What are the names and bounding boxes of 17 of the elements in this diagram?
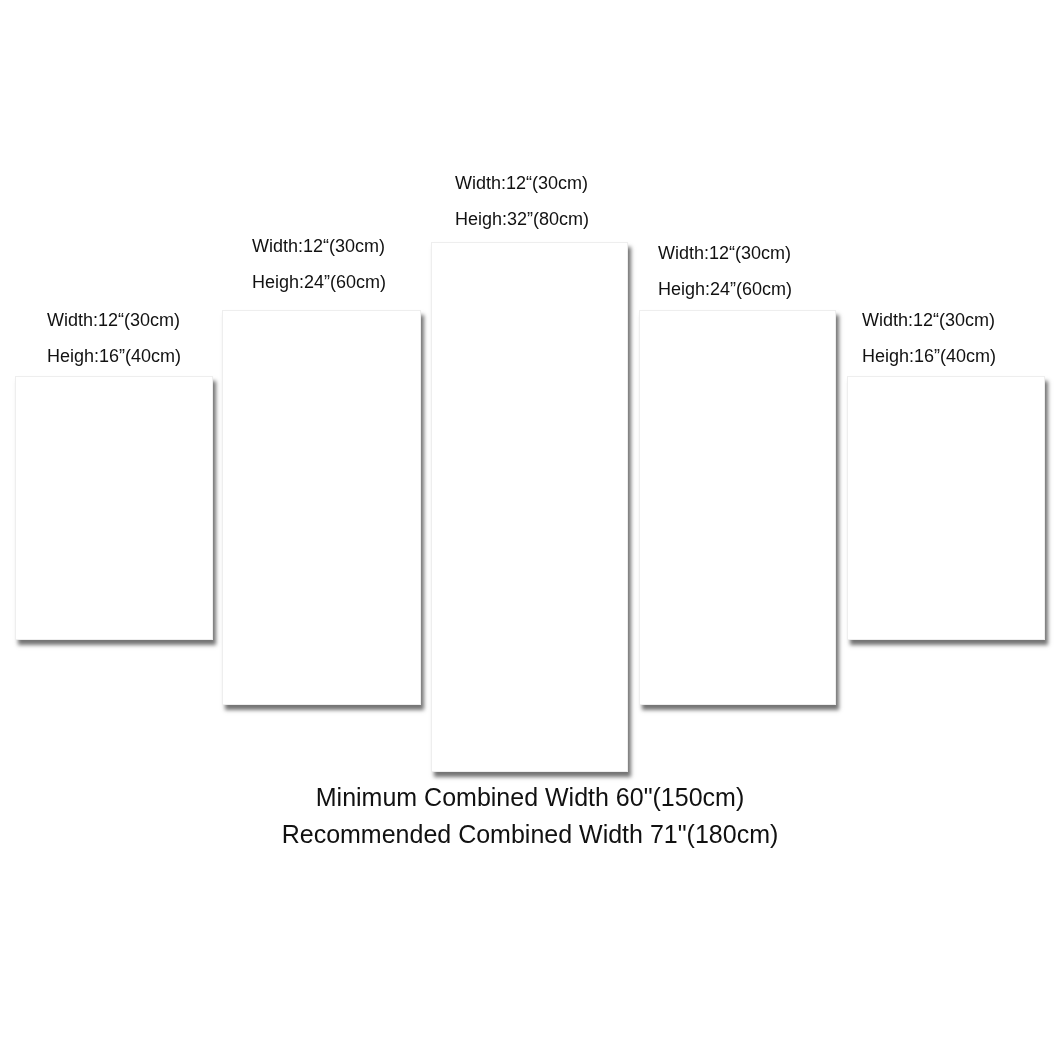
canvas-panel xyxy=(15,376,213,640)
dimension-text: Heigh:32”(80cm) xyxy=(455,208,590,230)
dimension-text: Width:12“(30cm) xyxy=(862,309,996,331)
combined-width-text: Minimum Combined Width 60"(150cm) xyxy=(314,783,746,812)
dimension-text: Width:12“(30cm) xyxy=(47,309,181,331)
canvas-panel xyxy=(639,310,836,705)
dimension-text: Heigh:24”(60cm) xyxy=(252,271,387,293)
dimension-text: Width:12“(30cm) xyxy=(252,235,386,257)
dimension-text: Heigh:16”(40cm) xyxy=(862,345,997,367)
dimension-text: Heigh:16”(40cm) xyxy=(47,345,182,367)
dimension-text: Width:12“(30cm) xyxy=(455,172,589,194)
canvas-panel xyxy=(431,242,628,772)
canvas-panel xyxy=(847,376,1045,640)
dimension-text: Heigh:24”(60cm) xyxy=(658,278,793,300)
canvas-panel xyxy=(222,310,421,705)
dimension-text: Width:12“(30cm) xyxy=(658,242,792,264)
combined-width-text: Recommended Combined Width 71"(180cm) xyxy=(280,820,780,849)
